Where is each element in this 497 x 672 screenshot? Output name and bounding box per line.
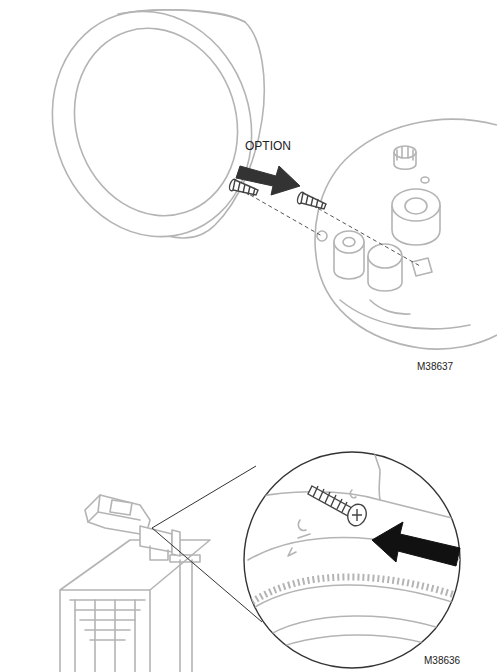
screw-part	[313, 486, 347, 512]
figure-number: M38637	[417, 362, 453, 372]
thermostat-base-part	[317, 231, 327, 241]
direction-arrow	[236, 166, 300, 195]
direction-arrow	[372, 522, 460, 566]
magnified-view-part-part	[370, 440, 460, 520]
magnified-view-part-part	[288, 548, 296, 556]
thermostat-base-part	[421, 177, 429, 183]
magnified-view-part-part	[250, 585, 470, 610]
valve-sensor-part	[140, 526, 172, 552]
thermostat-cover	[24, 0, 281, 263]
thermostat-base-part	[334, 231, 364, 253]
magnified-view-part	[244, 440, 470, 660]
thermostat-base-part	[397, 147, 413, 160]
magnified-view-part-part	[298, 520, 310, 538]
alignment-line-part	[238, 188, 322, 236]
thermostat-cover-part	[51, 7, 262, 237]
valve-sensor-part	[150, 546, 168, 560]
figure-number: M38636	[424, 656, 460, 666]
valve-sensor	[85, 495, 180, 560]
screw-part	[352, 509, 362, 521]
screw	[308, 486, 369, 528]
radiator-part	[75, 590, 150, 672]
radiator-part	[60, 540, 210, 672]
screw-part	[345, 502, 369, 529]
valve-sensor-part	[172, 530, 180, 556]
alignment-line	[238, 188, 420, 266]
thermostat-base-part	[405, 198, 427, 214]
thermostat-base-part	[315, 119, 497, 349]
radiator-part	[180, 560, 192, 672]
radiator-part	[70, 600, 145, 640]
thermostat-base-part	[392, 189, 440, 221]
thermostat-base-part	[412, 258, 432, 276]
screw	[296, 191, 326, 209]
screw-part	[306, 195, 323, 209]
thermostat-base-part	[368, 244, 402, 268]
thermostat-cover-part	[118, 10, 245, 22]
magnified-view	[244, 440, 470, 668]
thermostat-base-part	[343, 238, 355, 247]
thermostat-base-part	[370, 300, 410, 314]
alignment-line-part	[312, 205, 420, 266]
valve-sensor-part	[88, 495, 140, 522]
screw-part	[301, 193, 326, 209]
option-label: OPTION	[245, 140, 291, 152]
magnified-view-part-part	[350, 490, 356, 498]
thermostat-cover-part	[24, 0, 281, 263]
valve-sensor-part	[110, 500, 132, 515]
screw-part	[238, 182, 255, 196]
screw-part	[308, 486, 352, 516]
thermostat-base-part	[340, 300, 470, 329]
magnified-view-part-part	[262, 616, 470, 640]
radiator	[60, 540, 210, 672]
magnifier-leader-part	[152, 466, 256, 528]
thermostat-base	[315, 119, 497, 349]
